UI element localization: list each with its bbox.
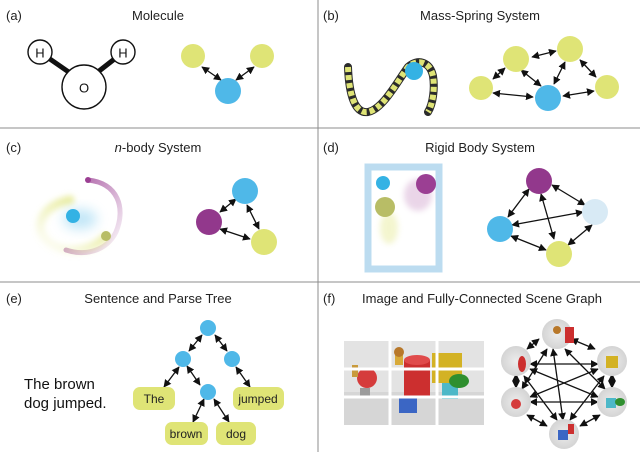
nbody-graph xyxy=(196,178,277,255)
panel-f-label: (f) xyxy=(323,291,335,306)
word-dog: dog xyxy=(226,427,246,441)
hydrogen-label-right: H xyxy=(118,46,127,61)
parse-tree-graph: The jumped brown dog xyxy=(133,320,284,445)
panel-f: (f) Image and Fully-Connected Scene Grap… xyxy=(323,291,627,449)
parse-node-left xyxy=(175,351,191,367)
panel-b-title: Mass-Spring System xyxy=(420,8,540,23)
spring-node-top-left xyxy=(503,46,529,72)
word-the: The xyxy=(144,392,165,406)
nbody-body-olive xyxy=(101,231,111,241)
panel-c-title-rest: -body System xyxy=(122,140,201,155)
panel-a: (a) Molecule O H H xyxy=(6,8,274,110)
oxygen-label: O xyxy=(79,81,89,96)
rigid-body-drawing xyxy=(364,163,443,273)
hydrogen-label-left: H xyxy=(35,46,44,61)
panel-c: (c) n-body System xyxy=(6,140,277,256)
parse-node-root xyxy=(200,320,216,336)
nbody-node-purple xyxy=(196,209,222,235)
nbody-body-purple-trail xyxy=(85,177,91,183)
molecule-graph xyxy=(181,44,274,104)
rigid-body-graph xyxy=(487,168,608,267)
scene-image xyxy=(344,341,484,425)
rigid-frame xyxy=(364,163,443,273)
graph-node-yellow-right xyxy=(250,44,274,68)
spring-node-left xyxy=(469,76,493,100)
word-box-dog: dog xyxy=(216,422,256,445)
word-box-the: The xyxy=(133,387,175,410)
oxygen-atom xyxy=(61,64,107,110)
panel-e: (e) Sentence and Parse Tree The brown do… xyxy=(6,291,284,445)
spring-node-right xyxy=(595,75,619,99)
word-jumped: jumped xyxy=(237,392,277,406)
mass-spring-graph xyxy=(469,36,619,111)
sentence-line-1: The brown xyxy=(24,376,95,393)
spring-node-blue xyxy=(535,85,561,111)
parse-node-right xyxy=(224,351,240,367)
graph-node-yellow-left xyxy=(181,44,205,68)
hydrogen-atom-left xyxy=(27,39,53,65)
graph-node-blue xyxy=(215,78,241,104)
panel-d-title: Rigid Body System xyxy=(425,140,535,155)
hydrogen-atom-right xyxy=(110,39,136,65)
nbody-trajectory-drawing xyxy=(35,177,123,256)
word-box-brown: brown xyxy=(165,422,208,445)
panel-c-title: n-body System xyxy=(115,140,202,155)
word-brown: brown xyxy=(170,427,203,441)
spring-mass-blue xyxy=(405,62,423,80)
panel-b-label: (b) xyxy=(323,8,339,23)
nbody-body-blue xyxy=(66,209,80,223)
scene-node-upper-left xyxy=(501,346,531,376)
panel-a-title: Molecule xyxy=(132,8,184,23)
scene-graph-edges xyxy=(512,338,616,427)
panel-d: (d) Rigid Body System xyxy=(323,140,608,273)
panel-f-title: Image and Fully-Connected Scene Graph xyxy=(362,291,602,306)
word-box-jumped: jumped xyxy=(233,387,284,410)
nbody-node-yellow xyxy=(251,229,277,255)
rigid-node-blue xyxy=(487,216,513,242)
spring-node-top-right xyxy=(557,36,583,62)
rigid-node-pale-blue xyxy=(582,199,608,225)
panel-b: (b) Mass-Spring System xyxy=(323,8,619,117)
rigid-node-purple xyxy=(526,168,552,194)
panel-e-label: (e) xyxy=(6,291,22,306)
panel-c-label: (c) xyxy=(6,140,21,155)
scene-graph xyxy=(501,319,627,449)
panel-d-label: (d) xyxy=(323,140,339,155)
rigid-body-blue xyxy=(376,176,390,190)
panel-c-title-italic: n xyxy=(115,140,122,155)
rigid-body-purple xyxy=(416,174,436,194)
parse-node-mid xyxy=(200,384,216,400)
rigid-body-olive xyxy=(375,197,395,217)
rigid-node-yellow xyxy=(546,241,572,267)
sentence-line-2: dog jumped. xyxy=(24,395,107,412)
nbody-node-blue xyxy=(232,178,258,204)
spring-chain-drawing xyxy=(344,58,438,117)
panel-a-label: (a) xyxy=(6,8,22,23)
panel-e-title: Sentence and Parse Tree xyxy=(84,291,231,306)
molecule-drawing: O H H xyxy=(27,39,136,110)
